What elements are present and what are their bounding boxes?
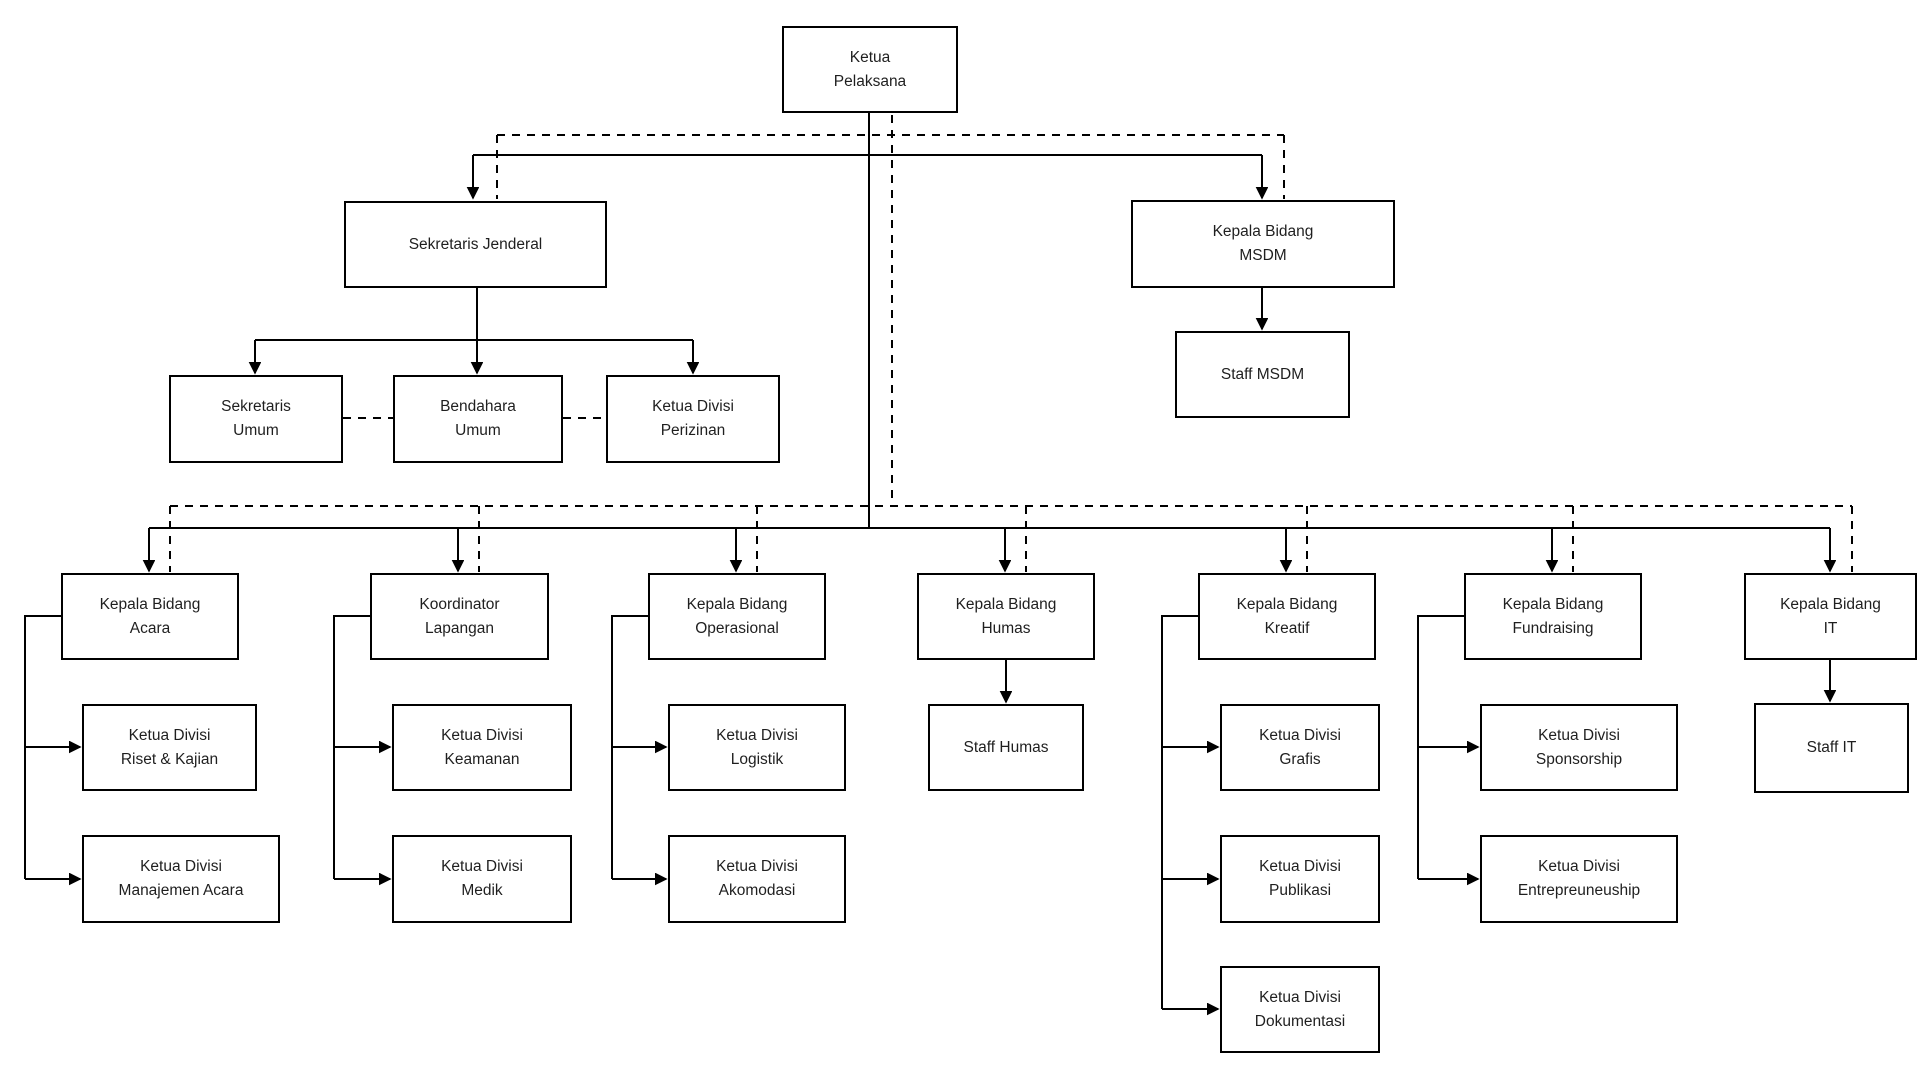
node-ketua-divisi-riset-kajian: Ketua Divisi Riset & Kajian <box>82 704 257 791</box>
node-ketua-pelaksana: Ketua Pelaksana <box>782 26 958 113</box>
solid-connector <box>611 615 648 879</box>
node-kepala-bidang-acara: Kepala Bidang Acara <box>61 573 239 660</box>
node-label: Kepala Bidang Kreatif <box>1236 595 1338 637</box>
node-label: Ketua Divisi Dokumentasi <box>1254 988 1346 1030</box>
node-ketua-divisi-logistik: Ketua Divisi Logistik <box>668 704 846 791</box>
node-sekretaris-jenderal: Sekretaris Jenderal <box>344 201 607 288</box>
node-ketua-divisi-grafis: Ketua Divisi Grafis <box>1220 704 1380 791</box>
node-label: Ketua Divisi Grafis <box>1259 726 1341 768</box>
node-label: Koordinator Lapangan <box>419 595 500 637</box>
node-label: Ketua Divisi Medik <box>441 858 523 899</box>
node-ketua-divisi-keamanan: Ketua Divisi Keamanan <box>392 704 572 791</box>
node-label: Kepala Bidang MSDM <box>1212 223 1314 264</box>
node-ketua-divisi-medik: Ketua Divisi Medik <box>392 835 572 923</box>
node-label: Kepala Bidang Operasional <box>686 595 788 637</box>
solid-connector <box>333 615 370 879</box>
node-staff-humas: Staff Humas <box>928 704 1084 791</box>
node-koordinator-lapangan: Koordinator Lapangan <box>370 573 549 660</box>
node-kepala-bidang-operasional: Kepala Bidang Operasional <box>648 573 826 660</box>
node-staff-msdm: Staff MSDM <box>1175 331 1350 418</box>
solid-connector <box>24 615 61 879</box>
node-label: Sekretaris Umum <box>221 398 291 439</box>
node-label: Bendahara Umum <box>440 398 516 439</box>
node-ketua-divisi-entrepreuneuship: Ketua Divisi Entrepreuneuship <box>1480 835 1678 923</box>
node-label: Kepala Bidang Acara <box>99 595 201 637</box>
node-ketua-divisi-sponsorship: Ketua Divisi Sponsorship <box>1480 704 1678 791</box>
node-label: Staff MSDM <box>1220 365 1305 383</box>
node-label: Ketua Divisi Keamanan <box>441 726 523 768</box>
node-label: Ketua Divisi Perizinan <box>652 398 734 439</box>
node-ketua-divisi-publikasi: Ketua Divisi Publikasi <box>1220 835 1380 923</box>
node-kepala-bidang-humas: Kepala Bidang Humas <box>917 573 1095 660</box>
node-kepala-bidang-it: Kepala Bidang IT <box>1744 573 1917 660</box>
node-staff-it: Staff IT <box>1754 703 1909 793</box>
node-label: Ketua Divisi Sponsorship <box>1535 726 1623 768</box>
node-ketua-divisi-akomodasi: Ketua Divisi Akomodasi <box>668 835 846 923</box>
node-label: Staff IT <box>1806 739 1857 756</box>
node-label: Staff Humas <box>963 738 1049 756</box>
node-label: Kepala Bidang IT <box>1780 595 1881 637</box>
node-label: Ketua Divisi Manajemen Acara <box>118 858 244 899</box>
node-sekretaris-umum: Sekretaris Umum <box>169 375 343 463</box>
node-bendahara-umum: Bendahara Umum <box>393 375 563 463</box>
node-kepala-bidang-msdm: Kepala Bidang MSDM <box>1131 200 1395 288</box>
solid-connector <box>1417 615 1464 879</box>
node-label: Kepala Bidang Humas <box>955 595 1057 637</box>
node-label: Ketua Pelaksana <box>833 48 907 90</box>
node-label: Sekretaris Jenderal <box>408 235 543 253</box>
node-ketua-divisi-dokumentasi: Ketua Divisi Dokumentasi <box>1220 966 1380 1053</box>
node-label: Kepala Bidang Fundraising <box>1502 595 1604 637</box>
node-kepala-bidang-kreatif: Kepala Bidang Kreatif <box>1198 573 1376 660</box>
node-label: Ketua Divisi Entrepreuneuship <box>1517 858 1641 899</box>
node-label: Ketua Divisi Akomodasi <box>716 858 798 899</box>
node-kepala-bidang-fundraising: Kepala Bidang Fundraising <box>1464 573 1642 660</box>
node-label: Ketua Divisi Riset & Kajian <box>120 726 219 768</box>
node-label: Ketua Divisi Publikasi <box>1259 858 1341 899</box>
node-ketua-divisi-manajemen-acara: Ketua Divisi Manajemen Acara <box>82 835 280 923</box>
solid-connector <box>1161 615 1198 1009</box>
node-label: Ketua Divisi Logistik <box>716 726 798 768</box>
node-ketua-divisi-perizinan: Ketua Divisi Perizinan <box>606 375 780 463</box>
